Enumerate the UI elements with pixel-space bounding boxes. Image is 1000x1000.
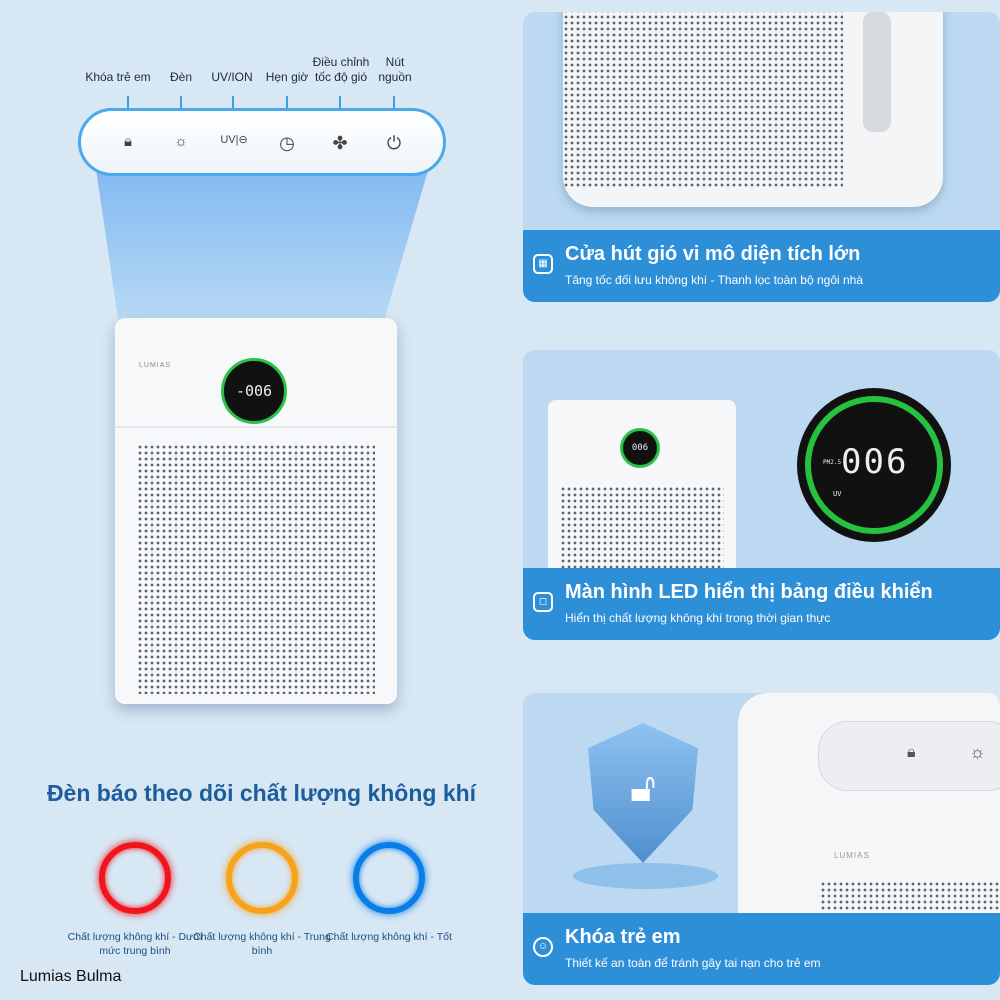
- power-icon: ⏻: [386, 133, 402, 153]
- small-led-display: 006: [620, 428, 660, 468]
- led-display-closeup: PM2.5 006 UV: [805, 396, 943, 534]
- product-name: Lumias Bulma: [20, 968, 122, 985]
- feature-card-led-display: 006 PM2.5 006 UV ◻ Màn hình LED hiển thị…: [523, 350, 1000, 640]
- feature-card-child-lock: 🔓︎ 🔒︎ ☼ LUMIAS ☺ Khóa trẻ em Thiết kế an…: [523, 693, 1000, 985]
- timer-icon: ◷: [279, 133, 295, 153]
- grill-icon: ▦: [533, 254, 553, 274]
- feature-subtitle: Thiết kế an toàn để tránh gây tai nạn ch…: [565, 956, 821, 970]
- shield-icon: 🔓︎: [588, 723, 698, 863]
- feature-title: Khóa trẻ em: [565, 926, 681, 948]
- feature-card-air-intake: ▦ Cửa hút gió vi mô diện tích lớn Tăng t…: [523, 12, 1000, 302]
- label-child-lock: Khóa trẻ em: [85, 70, 151, 84]
- fan-icon: ✤: [332, 133, 348, 153]
- lock-icon: 🔒︎: [907, 744, 916, 761]
- control-panel: [78, 108, 446, 176]
- caption-good: Chất lượng không khí - Tốt: [326, 931, 452, 943]
- air-purifier-image: LUMIAS -006: [115, 318, 397, 704]
- uv-ion-icon: UV|⊖: [220, 134, 248, 146]
- pointer-line: [339, 96, 341, 118]
- feature-title: Màn hình LED hiển thị bảng điều khiển: [565, 581, 933, 603]
- bulb-icon: ☼: [174, 133, 188, 150]
- screen-icon: ◻: [533, 592, 553, 612]
- label-power: Nút nguồn: [378, 55, 412, 84]
- pointer-line: [393, 96, 395, 118]
- indicator-title: Đèn báo theo dõi chất lượng không khí: [46, 780, 477, 806]
- caption-poor: Chất lượng không khí - Dưới mức trung bì…: [67, 931, 203, 957]
- air-intake-grill: [137, 444, 375, 694]
- orange-indicator-ring: [226, 842, 298, 914]
- feature-subtitle: Tăng tốc đối lưu không khí - Thanh lọc t…: [565, 273, 864, 287]
- light-beam: [96, 172, 428, 322]
- label-fan-speed: Điều chỉnh tốc độ gió: [312, 55, 370, 84]
- caption-average: Chất lượng không khí - Trung bình: [193, 931, 331, 957]
- child-face-icon: ☺: [533, 937, 553, 957]
- brand-logo: LUMIAS: [834, 851, 870, 860]
- pointer-line: [232, 96, 234, 118]
- label-light: Đèn: [169, 70, 192, 84]
- lock-icon: 🔒︎: [124, 133, 132, 150]
- blue-indicator-ring: [353, 842, 425, 914]
- label-uv-ion: UV/ION: [211, 70, 253, 84]
- bulb-icon: ☼: [969, 742, 986, 762]
- red-indicator-ring: [99, 842, 171, 914]
- led-display: -006: [221, 358, 287, 424]
- feature-subtitle: Hiển thị chất lượng không khí trong thời…: [565, 611, 831, 625]
- pointer-line: [127, 96, 129, 118]
- pointer-line: [286, 96, 288, 118]
- label-timer: Hẹn giờ: [265, 70, 309, 84]
- pointer-line: [180, 96, 182, 118]
- feature-title: Cửa hút gió vi mô diện tích lớn: [565, 243, 861, 265]
- brand-logo: LUMIAS: [139, 362, 172, 369]
